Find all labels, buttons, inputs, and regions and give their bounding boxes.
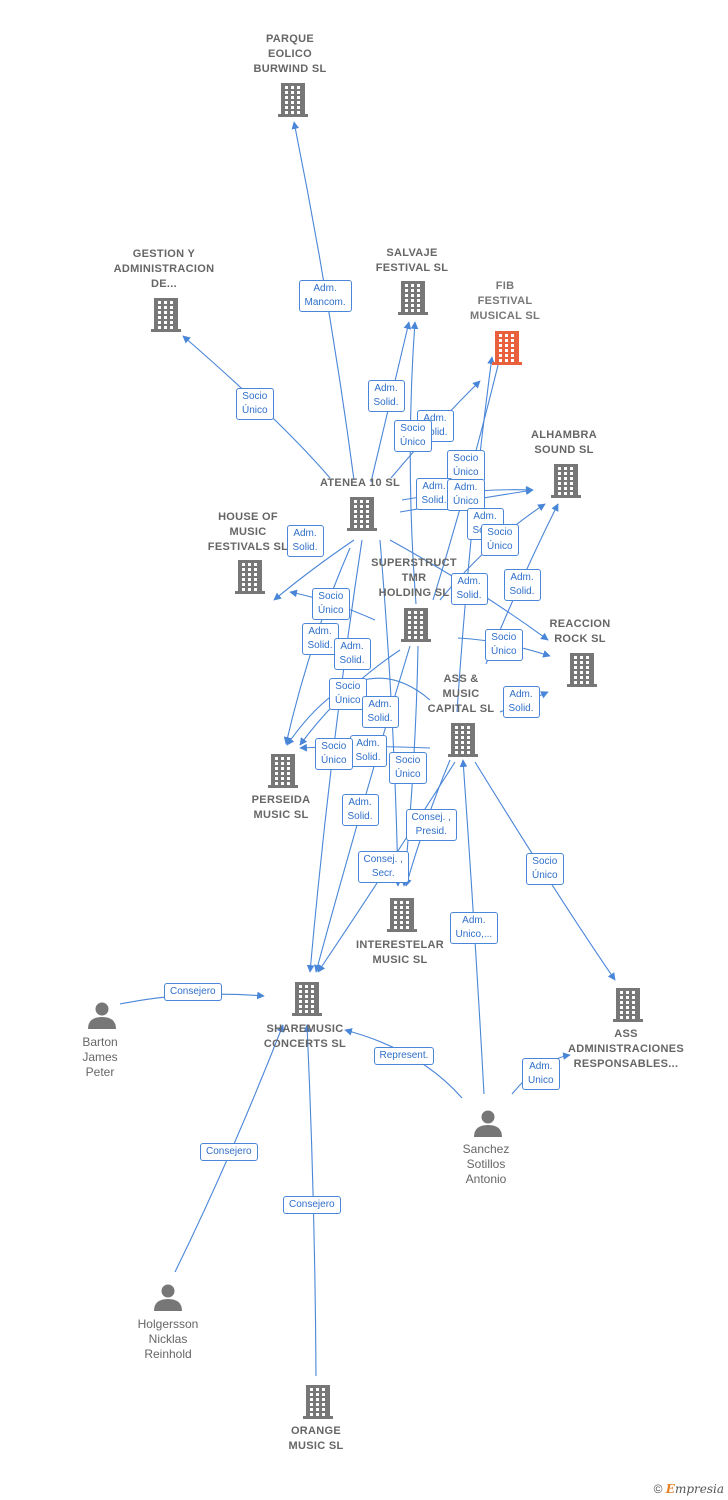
edge-label-orange-sharemusic[interactable]: Consejero (283, 1196, 341, 1214)
edge-label-atenea-alhambra[interactable]: Socio Único (447, 450, 485, 482)
relation-edge-atenea-house (273, 539, 355, 601)
holgersson-person-icon[interactable] (154, 1284, 182, 1312)
gestion-building-icon[interactable] (151, 298, 181, 332)
gestion-label[interactable]: GESTION Y ADMINISTRACION DE... (113, 248, 215, 290)
edge-label-superstruct-perseida[interactable]: Socio Único (329, 678, 367, 710)
copyright-symbol: © (653, 1482, 663, 1496)
edge-label-atenea-interestelar[interactable]: Adm. Solid. (349, 735, 387, 767)
edge-label-sanchez-assadmin[interactable]: Adm. Unico (522, 1058, 560, 1090)
edge-label-atenea-sharemusic[interactable]: Consej. , Presid. (405, 809, 457, 841)
assmusic-label[interactable]: ASS & MUSIC CAPITAL SL (427, 673, 495, 715)
brand-rest: mpresia (674, 1482, 724, 1496)
edge-label-atenea-perseida[interactable]: Adm. Solid. (333, 638, 371, 670)
relation-edge-superstruct-salvaje (409, 321, 419, 605)
brand-logo[interactable]: © Empresia (654, 1482, 724, 1496)
edge-label-superstruct-salvaje[interactable]: Socio Único (394, 420, 432, 452)
edge-label-atenea-reaccion[interactable]: Adm. Solid. (450, 573, 488, 605)
house-building-icon[interactable] (235, 560, 265, 594)
edge-label-assmusic-sharemusic[interactable]: Consej. , Secr. (357, 851, 409, 883)
house-label[interactable]: HOUSE OF MUSIC FESTIVALS SL (207, 511, 289, 553)
interestelar-building-icon[interactable] (387, 898, 417, 932)
edge-label-superstruct-fib[interactable]: Socio Único (481, 524, 519, 556)
barton-label[interactable]: Barton James Peter (82, 1035, 118, 1079)
edge-label-superstruct-house[interactable]: Socio Único (312, 588, 350, 620)
edge-label-superstruct-sharemusic[interactable]: Socio Único (315, 738, 353, 770)
edge-label-barton-sharemusic[interactable]: Consejero (164, 983, 222, 1001)
edge-label-assmusic-assadmin[interactable]: Socio Único (526, 853, 564, 885)
alhambra-building-icon[interactable] (551, 464, 581, 498)
sharemusic-building-icon[interactable] (292, 982, 322, 1016)
assmusic-building-icon[interactable] (448, 723, 478, 757)
superstruct-building-icon[interactable] (401, 608, 431, 642)
edge-label-superstruct-interestelar[interactable]: Socio Único (389, 752, 427, 784)
edge-label-assmusic-fib[interactable]: Adm. Único (447, 479, 485, 511)
atenea-building-icon[interactable] (347, 497, 377, 531)
superstruct-label[interactable]: SUPERSTRUCT TMR HOLDING SL (371, 557, 457, 599)
edge-label-assmusic-reaccion[interactable]: Adm. Solid. (502, 686, 540, 718)
fib-label[interactable]: FIB FESTIVAL MUSICAL SL (469, 280, 541, 322)
relation-edge-assmusic-assadmin (474, 761, 616, 981)
holgersson-label[interactable]: Holgersson Nicklas Reinhold (137, 1317, 199, 1361)
salvaje-label[interactable]: SALVAJE FESTIVAL SL (375, 247, 449, 274)
edge-label-atenea-parque[interactable]: Adm. Mancom. (298, 280, 352, 312)
orange-building-icon[interactable] (303, 1385, 333, 1419)
edge-label-sanchez-assmusic[interactable]: Adm. Unico,... (449, 912, 499, 944)
edge-label-holgersson-sharemusic[interactable]: Consejero (200, 1143, 258, 1161)
sanchez-label[interactable]: Sanchez Sotillos Antonio (462, 1142, 510, 1186)
fib-building-icon[interactable] (492, 331, 522, 365)
alhambra-label[interactable]: ALHAMBRA SOUND SL (531, 429, 597, 456)
edge-label-assmusic-perseida[interactable]: Adm. Solid. (361, 696, 399, 728)
salvaje-building-icon[interactable] (398, 281, 428, 315)
parque-label[interactable]: PARQUE EOLICO BURWIND SL (253, 33, 327, 75)
edge-label-atenea-alhambra[interactable]: Adm. Solid. (415, 478, 453, 510)
edge-label-superstruct-reaccion[interactable]: Socio Único (485, 629, 523, 661)
assadmin-building-icon[interactable] (613, 988, 643, 1022)
perseida-building-icon[interactable] (268, 754, 298, 788)
atenea-label[interactable]: ATENEA 10 SL (319, 477, 400, 489)
edge-label-atenea-gestion[interactable]: Socio Único (236, 388, 274, 420)
edge-label-atenea-house[interactable]: Adm. Solid. (286, 525, 324, 557)
interestelar-label[interactable]: INTERESTELAR MUSIC SL (356, 939, 444, 966)
reaccion-building-icon[interactable] (567, 653, 597, 687)
brand-initial: E (665, 1482, 675, 1496)
barton-person-icon[interactable] (88, 1002, 116, 1030)
parque-building-icon[interactable] (278, 83, 308, 117)
edge-label-sanchez-sharemusic[interactable]: Represent. (373, 1047, 435, 1065)
perseida-label[interactable]: PERSEIDA MUSIC SL (251, 794, 311, 821)
sharemusic-label[interactable]: SHAREMUSIC CONCERTS SL (263, 1023, 347, 1050)
assadmin-label[interactable]: ASS ADMINISTRACIONES RESPONSABLES... (567, 1028, 685, 1070)
edge-label-assmusic-alhambra[interactable]: Adm. Solid. (503, 569, 541, 601)
edge-label-assmusic-interestelar[interactable]: Adm. Solid. (341, 794, 379, 826)
edge-label-assmusic-house[interactable]: Adm. Solid. (301, 623, 339, 655)
sanchez-person-icon[interactable] (474, 1110, 502, 1138)
orange-label[interactable]: ORANGE MUSIC SL (288, 1425, 344, 1452)
reaccion-label[interactable]: REACCION ROCK SL (549, 618, 611, 645)
edge-label-atenea-salvaje[interactable]: Adm. Solid. (367, 380, 405, 412)
